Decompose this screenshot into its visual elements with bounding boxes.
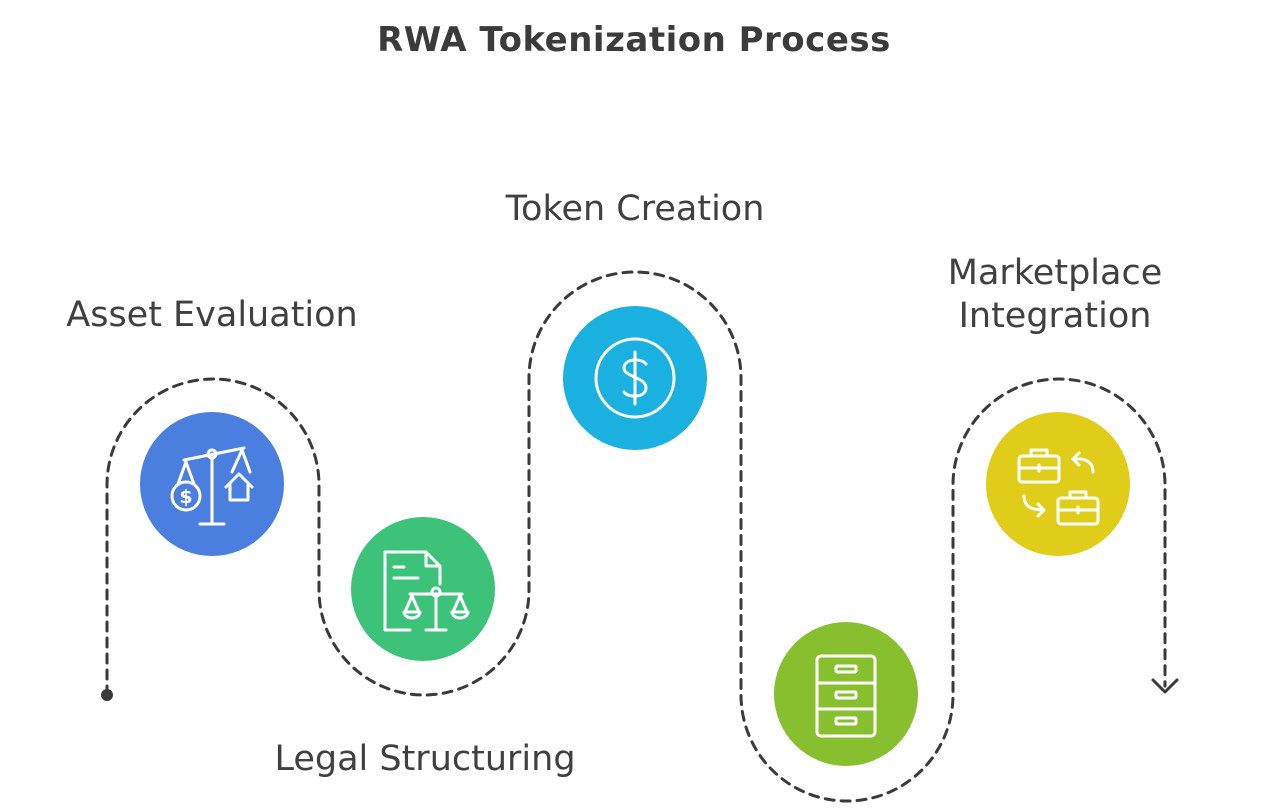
svg-text:$: $ bbox=[179, 486, 192, 508]
path-end-arrow-icon bbox=[1151, 678, 1179, 694]
filing-cabinet-icon bbox=[815, 654, 877, 738]
dashed-flow-path bbox=[105, 270, 1167, 803]
step-circle-marketplace-integration bbox=[986, 412, 1130, 556]
scale-dollar-house-icon: $ bbox=[170, 446, 254, 526]
step-label-marketplace-integration: Marketplace Integration bbox=[947, 253, 1163, 336]
path-start-dot bbox=[101, 689, 113, 701]
step-circle-legal-structuring bbox=[351, 517, 495, 661]
step-label-asset-evaluation: Asset Evaluation bbox=[66, 295, 358, 335]
briefcase-exchange-icon bbox=[1017, 448, 1100, 526]
document-scale-icon bbox=[383, 550, 470, 632]
step-label-legal-structuring: Legal Structuring bbox=[274, 739, 576, 779]
diagram-title: RWA Tokenization Process bbox=[377, 20, 891, 60]
step-circle-filing-cabinet bbox=[774, 622, 918, 766]
dollar-coin-icon bbox=[594, 337, 676, 419]
step-label-token-creation: Token Creation bbox=[505, 189, 765, 229]
